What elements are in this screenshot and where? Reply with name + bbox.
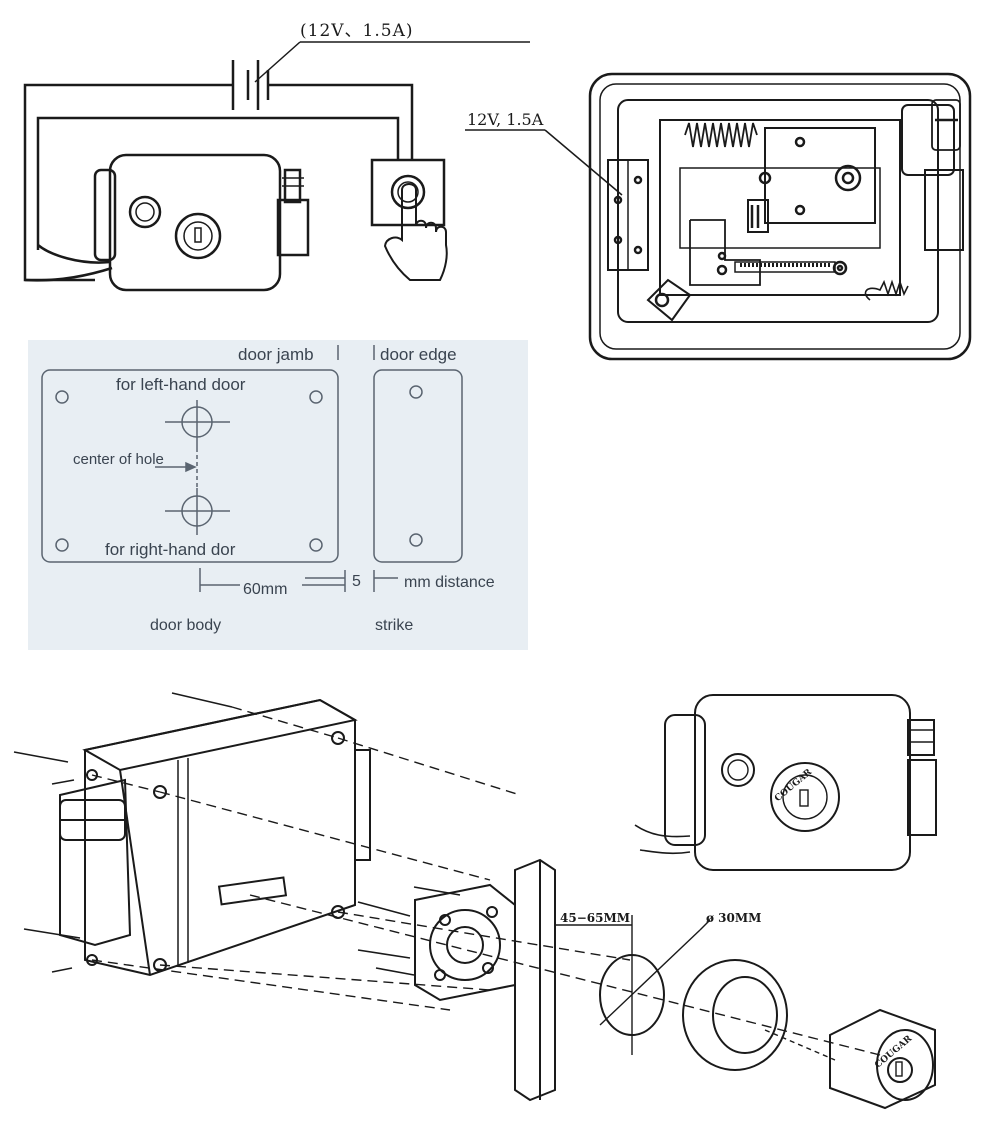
label-door-edge: door edge (380, 345, 457, 364)
hand-pointer-icon (383, 183, 448, 281)
lock-housing-outer (588, 72, 972, 361)
screws (13, 692, 461, 976)
label-center-hole: center of hole (73, 451, 164, 468)
strike-plate (373, 369, 463, 563)
lock-box (59, 698, 371, 977)
label-strike: strike (375, 617, 413, 634)
key-cylinder (829, 1008, 936, 1110)
exploded-view (13, 692, 937, 1110)
wiring-power-label: (12V、1.5A) (300, 21, 414, 41)
front-lock-button-icon (721, 753, 755, 787)
front-lock-cylinder-icon (770, 762, 840, 832)
lock-front-view (634, 694, 937, 871)
label-thickness: 45−65MM (560, 911, 630, 925)
latch-bolt (901, 104, 955, 176)
lock-cylinder-icon (174, 212, 222, 260)
label-right-hand: for right-hand dor (105, 540, 236, 559)
battery-leader-line (254, 41, 301, 83)
wire-outer (23, 83, 233, 282)
wiring-lock-body (93, 153, 310, 292)
battery-icon (231, 60, 270, 110)
template-panel (28, 340, 528, 650)
label-door-body: door body (150, 617, 221, 634)
push-button-switch (370, 158, 446, 227)
wiring-diagram (23, 41, 530, 292)
alignment-lines (91, 706, 881, 1056)
hole-left-hand (165, 400, 230, 448)
door-section (514, 858, 633, 1102)
wire-inner (268, 83, 414, 160)
wire-loop (36, 116, 400, 250)
label-mm-distance: mm distance (404, 574, 495, 591)
internal-leader-line (544, 129, 623, 196)
internal-power-label: 12V, 1.5A (467, 110, 544, 129)
label-diameter: ø 30MM (706, 911, 761, 925)
label-dim-5: 5 (352, 573, 361, 590)
lock-button-icon (128, 195, 162, 229)
door-body-plate (41, 369, 339, 563)
label-dim-60: 60mm (243, 581, 287, 598)
spring-top (684, 122, 758, 148)
internal-mechanism (465, 72, 972, 361)
cylinder-bracket (414, 883, 516, 1002)
label-door-jamb: door jamb (238, 345, 314, 364)
label-left-hand: for left-hand door (116, 375, 246, 394)
door-hole (599, 954, 665, 1036)
escutcheon-ring (682, 959, 788, 1071)
spring-bottom (864, 279, 909, 301)
drilling-template (41, 345, 463, 592)
hole-right-hand (165, 488, 230, 535)
